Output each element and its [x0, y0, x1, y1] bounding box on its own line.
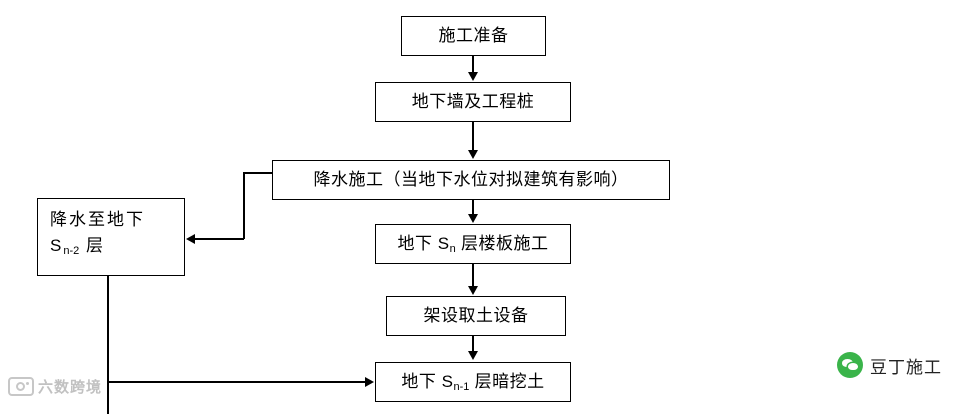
flow-node-label: 地下 Sn 层楼板施工	[397, 233, 549, 255]
watermark-left-label: 六数跨境	[38, 379, 103, 396]
watermark-right: 豆丁施工	[837, 352, 942, 378]
camera-icon	[8, 377, 34, 396]
flow-node-label: 地下 Sn-1 层暗挖土	[401, 371, 545, 393]
arrow-equipment-to-excavation	[468, 351, 478, 360]
flow-node-label: 降水施工（当地下水位对拟建筑有影响）	[313, 169, 629, 189]
arrow-into-dewater-level-node	[186, 234, 195, 244]
connector-dewater-level-right	[107, 381, 366, 383]
connector-dewater-level-down	[107, 276, 109, 414]
connector-dewatering-to-slab	[472, 200, 474, 214]
connector-dewatering-branch-vertical	[243, 172, 245, 239]
watermark-right-label: 豆丁施工	[870, 357, 942, 377]
arrow-prep-to-wall	[468, 72, 478, 81]
connector-slab-to-equipment	[472, 264, 474, 286]
wechat-icon	[837, 352, 863, 378]
flow-node-label: 架设取土设备	[423, 305, 529, 325]
watermark-left: 六数跨境	[8, 376, 102, 397]
flow-node-label: 地下墙及工程桩	[411, 91, 535, 111]
flow-node-soil-removal-equipment: 架设取土设备	[386, 296, 566, 336]
arrow-dewatering-to-slab	[468, 214, 478, 223]
flow-node-sn-floor-slab: 地下 Sn 层楼板施工	[375, 224, 571, 264]
arrow-wall-to-dewatering	[468, 150, 478, 159]
flow-node-label-line1: 降水至地下	[50, 210, 145, 229]
connector-dewatering-branch-top	[243, 172, 273, 174]
connector-dewatering-branch-bottom	[195, 238, 244, 240]
flow-node-construction-prep: 施工准备	[401, 16, 546, 56]
connector-prep-to-wall	[472, 56, 474, 73]
arrow-into-excavation-node	[365, 377, 374, 387]
connector-wall-to-dewatering	[472, 122, 474, 151]
flow-node-dewater-to-sn2-level: 降水至地下 Sn-2 层	[37, 198, 185, 276]
flow-node-label-line2: Sn-2 层	[50, 235, 105, 257]
flow-node-dewatering-construction: 降水施工（当地下水位对拟建筑有影响）	[272, 160, 670, 200]
flow-node-sn1-tunnel-excavation: 地下 Sn-1 层暗挖土	[375, 362, 571, 402]
connector-equipment-to-excavation	[472, 336, 474, 352]
arrow-slab-to-equipment	[468, 286, 478, 295]
flow-node-label: 施工准备	[438, 25, 509, 45]
flow-node-diaphragm-wall-piles: 地下墙及工程桩	[375, 82, 571, 122]
